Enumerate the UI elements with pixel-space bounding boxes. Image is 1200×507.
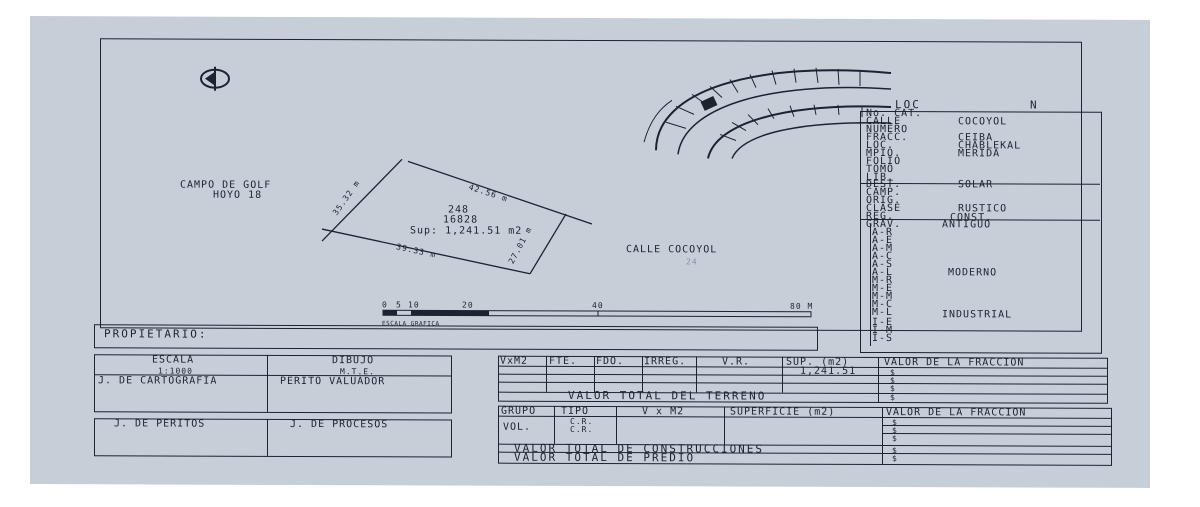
perito-label: PERITO VALUADOR: [280, 375, 386, 388]
constr-header: GRUPO: [501, 405, 537, 417]
constr-header: SUPERFICIE (m2): [730, 406, 836, 418]
plan-sheet: CAMPO DE GOLF HOYO 18 42.56 m 35.32 m 39…: [30, 16, 1150, 488]
terreno-superficie: 1,241.51: [800, 365, 857, 377]
moderno-rows: M-R M-E M-M M-C M-L: [30, 16, 1150, 318]
antiguo-rows: A-R A-E A-M A-C A-S A-L: [30, 16, 1150, 278]
street-label: CALLE COCOYOL: [626, 244, 718, 256]
terreno-header: V.R.: [722, 356, 751, 368]
terreno-header: VxM2: [500, 355, 529, 367]
loc-row-value: COCOYOL: [958, 116, 1008, 128]
loc-rows-2: DEST. SOLAR CAMP. ORIG. CLASE RUSTICO RE…: [30, 16, 1150, 230]
constr-header: V x M2: [642, 406, 685, 418]
constr-col: [616, 406, 617, 445]
industrial-title: INDUSTRIAL: [942, 309, 1013, 321]
procesos-label: J. DE PROCESOS: [290, 418, 389, 431]
loc-rows: No. CAT. CALLE COCOYOL NUMERO FRACC. CEI…: [30, 16, 1150, 183]
moderno-title: MODERNO: [948, 267, 998, 279]
terreno-header: FTE.: [549, 355, 578, 367]
street-number: 24: [686, 257, 698, 267]
lot-surface: Sup: 1,241.51 m2: [410, 225, 523, 237]
dollar-sign: $: [892, 434, 898, 444]
dibujo-label: DIBUJO: [332, 355, 375, 367]
compass-icon: [200, 66, 230, 91]
constr-col: [554, 405, 555, 444]
sig-divider: [267, 418, 268, 456]
peritos-label: J. DE PERITOS: [114, 418, 206, 430]
propietario-label: PROPIETARIO:: [104, 327, 208, 341]
loc-row-value: MERIDA: [958, 148, 1001, 160]
graphic-scale-bar: [382, 309, 812, 318]
terreno-header: IRREG.: [644, 356, 687, 368]
antiguo-title: ANTIGUO: [942, 219, 992, 231]
sig-divider: [267, 354, 268, 412]
lot-code: 16828: [443, 214, 479, 226]
total-predio-label: VALOR TOTAL DE PREDIO: [514, 450, 696, 465]
escala-label: ESCALA: [152, 354, 195, 366]
cartografia-label: J. DE CARTOGRAFIA: [98, 375, 218, 387]
dollar-sign: $: [890, 393, 896, 403]
lot-polygon: [321, 158, 593, 275]
terreno-header: FDO.: [596, 356, 625, 368]
loc-north: N: [1030, 98, 1039, 112]
constr-col: [724, 406, 725, 445]
terreno-col: [878, 357, 879, 403]
location-map: [643, 67, 892, 159]
constr-header: VALOR DE LA FRACCION: [886, 407, 1027, 419]
const-col-divider: [870, 223, 871, 346]
loc-row-value: SOLAR: [958, 179, 994, 191]
industrial-rows: I-E I-M I-S: [30, 16, 1150, 344]
constr-col: [882, 407, 883, 465]
tipo-value: C.R.: [570, 424, 594, 435]
grupo-value: VOL.: [503, 421, 532, 433]
terreno-header: VALOR DE LA FRACCION: [884, 357, 1025, 369]
golf-hole-label: HOYO 18: [213, 189, 263, 201]
dollar-sign: $: [892, 454, 898, 464]
const-row: I-S: [872, 332, 894, 345]
terreno-total-label: VALOR TOTAL DEL TERRENO: [568, 388, 767, 403]
